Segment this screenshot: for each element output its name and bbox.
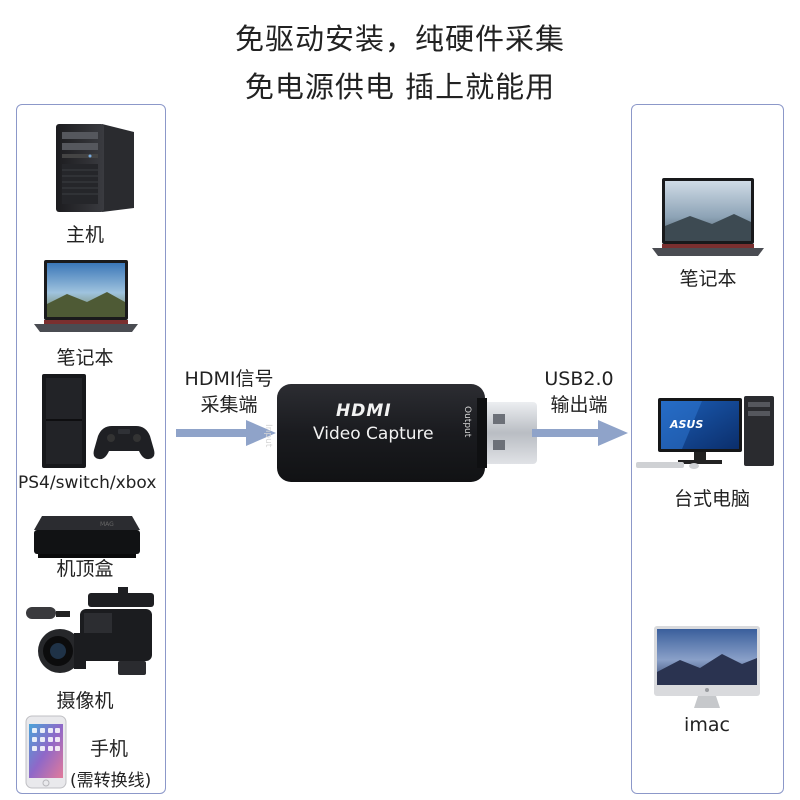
camcorder-icon: [26, 587, 154, 675]
output-signal-line-2: 输出端: [550, 394, 608, 416]
source-label-host: 主机: [65, 224, 104, 246]
target-label-laptop: 笔记本: [679, 268, 737, 290]
imac-icon: [654, 626, 760, 708]
input-signal-line-1: HDMI信号: [184, 368, 274, 390]
input-signal-line-2: 采集端: [200, 394, 258, 416]
hdmi-video-capture-adapter: [277, 384, 537, 482]
headline-line-2: 免电源供电 插上就能用: [244, 70, 556, 104]
svg-text:MAG: MAG: [100, 521, 114, 528]
desktop-tower-icon: [56, 124, 134, 212]
arrow-right-icon-2: [532, 420, 628, 446]
adapter-brand: HDMI: [336, 401, 392, 421]
output-signal-label: USB2.0 输出端: [524, 366, 634, 418]
source-sublabel-phone: (需转换线): [70, 771, 152, 791]
adapter-port-output: Output: [462, 406, 472, 438]
source-label-phone: 手机: [90, 738, 129, 760]
target-devices-panel: [631, 104, 784, 794]
source-label-console: PS4/switch/xbox: [18, 473, 157, 493]
arrow-right-icon: [176, 420, 276, 446]
input-signal-label: HDMI信号 采集端: [174, 366, 284, 418]
desktop-monitor-icon: ASUS: [636, 396, 774, 469]
monitor-brand-logo: ASUS: [669, 418, 703, 431]
adapter-port-input: Input: [263, 424, 273, 448]
source-label-settop: 机顶盒: [56, 558, 114, 580]
adapter-product: Video Capture: [313, 424, 434, 444]
target-label-imac: imac: [684, 714, 730, 736]
laptop-icon: [34, 260, 138, 332]
headline-line-1: 免驱动安装，纯硬件采集: [234, 22, 565, 56]
laptop-icon-target: [652, 178, 764, 256]
output-signal-line-1: USB2.0: [544, 368, 614, 390]
source-label-camcorder: 摄像机: [56, 690, 114, 712]
source-devices-panel: [16, 104, 166, 794]
source-label-laptop: 笔记本: [56, 347, 114, 369]
smartphone-icon: [25, 715, 67, 789]
set-top-box-icon: MAG: [34, 516, 140, 558]
target-label-desktop: 台式电脑: [673, 488, 750, 510]
game-console-icon: [42, 374, 155, 468]
